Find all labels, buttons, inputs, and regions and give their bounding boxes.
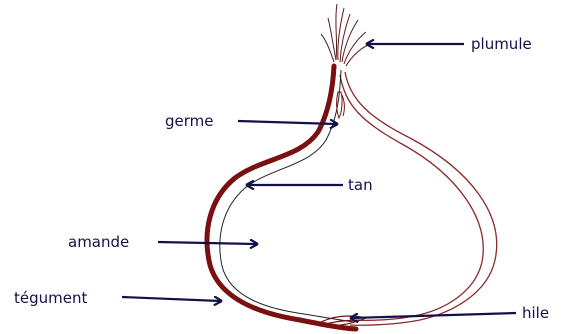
label-amande: amande	[68, 233, 129, 251]
seed-right-outline	[340, 72, 497, 325]
label-tan: tan	[348, 176, 373, 194]
label-plumule: plumule	[471, 35, 532, 53]
tegument-coat	[207, 66, 356, 329]
label-tegument: tégument	[14, 289, 87, 307]
hile-arrow	[352, 313, 516, 318]
amande-arrow	[158, 242, 256, 244]
label-germe: germe	[165, 112, 214, 130]
plumule-fibres	[321, 4, 372, 66]
label-hile: hile	[522, 304, 549, 322]
almond-inner-line	[220, 70, 354, 322]
tegument-arrow	[122, 297, 220, 301]
